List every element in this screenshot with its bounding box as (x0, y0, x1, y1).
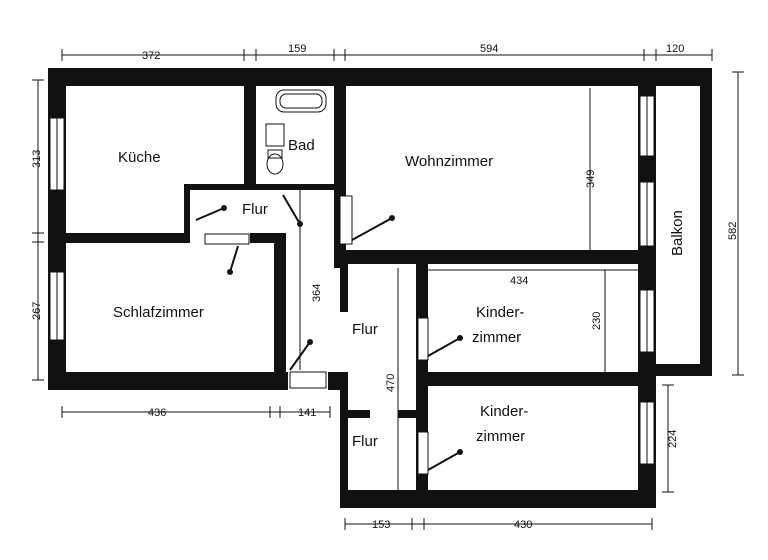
room-label-kinder2-line1: Kinder- (480, 403, 528, 420)
door-swings (195, 194, 463, 471)
dim-bottom-schlaf: 436 (148, 407, 166, 419)
dim-top-kueche: 372 (142, 50, 160, 62)
dim-wohn-height: 349 (585, 170, 597, 188)
dimension-lines (32, 49, 744, 530)
bathroom-fixtures (265, 89, 327, 175)
dim-bottom-kinder2: 430 (514, 519, 532, 531)
room-label-balkon: Balkon (669, 210, 686, 256)
dim-top-wohnzimmer: 594 (480, 43, 498, 55)
dim-flur-bottom-length: 470 (385, 374, 397, 392)
dim-top-bad: 159 (288, 43, 306, 55)
dim-bottom-flur2: 153 (372, 519, 390, 531)
walls (48, 68, 712, 508)
dim-balkon-height: 582 (727, 222, 739, 240)
room-label-kinder1-line2: zimmer (472, 329, 521, 346)
dim-bottom-flur: 141 (298, 407, 316, 419)
room-label-kinder1-line1: Kinder- (476, 304, 524, 321)
dim-top-balkon: 120 (666, 43, 684, 55)
dim-kinder-width: 434 (510, 275, 528, 287)
dim-kinder-height: 230 (591, 312, 603, 330)
room-label-schlafzimmer: Schlafzimmer (113, 304, 204, 321)
room-label-kinder2-line2: zimmer (476, 428, 525, 445)
dim-left-kueche: 313 (31, 150, 43, 168)
room-label-flur-bottom: Flur (352, 433, 378, 450)
room-label-kueche: Küche (118, 149, 161, 166)
dim-left-schlaf: 267 (31, 302, 43, 320)
dim-kinder2-height: 224 (667, 430, 679, 448)
room-label-flur-top: Flur (242, 201, 268, 218)
room-label-bad: Bad (288, 137, 315, 154)
windows (49, 95, 655, 475)
room-label-wohnzimmer: Wohnzimmer (405, 153, 493, 170)
room-label-flur-mid: Flur (352, 321, 378, 338)
dim-flur-length: 364 (311, 284, 323, 302)
